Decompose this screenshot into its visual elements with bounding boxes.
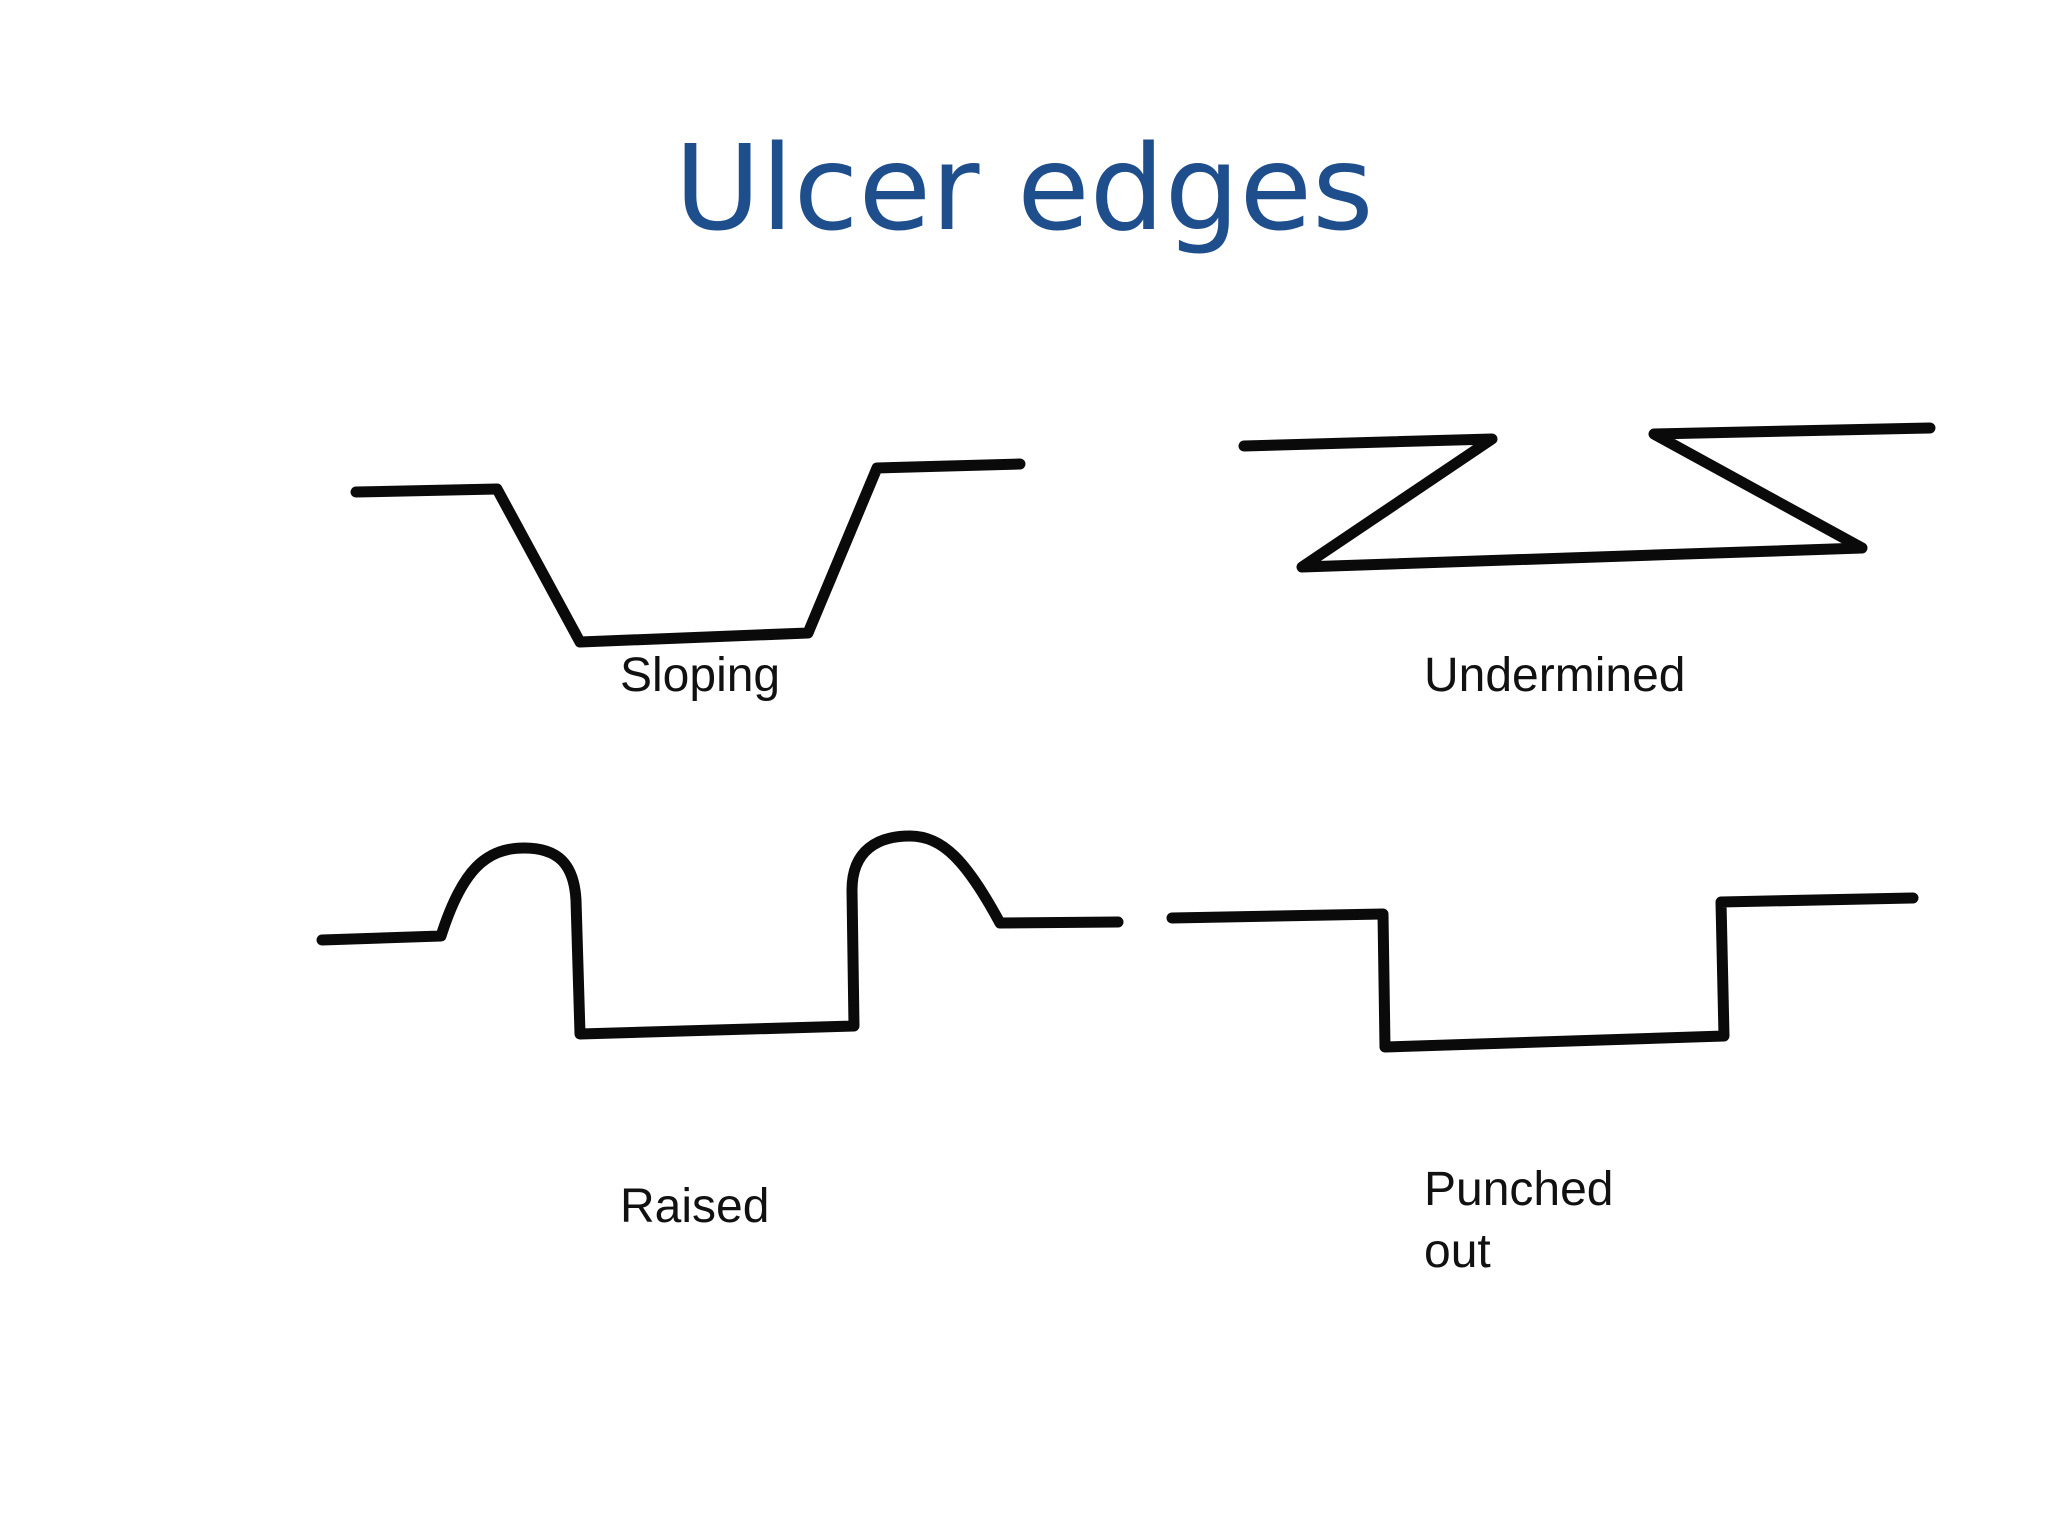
label-punched-out: Punched out <box>1424 1159 1614 1283</box>
slide-title: Ulcer edges <box>674 119 1374 257</box>
label-punched-line1: Punched <box>1424 1163 1614 1216</box>
label-punched-line2: out <box>1424 1225 1491 1278</box>
raised-edge-shape <box>316 830 1124 1040</box>
undermined-edge-shape <box>1238 422 1936 573</box>
label-undermined: Undermined <box>1424 649 1686 702</box>
label-raised: Raised <box>620 1180 770 1233</box>
punched-out-edge-shape <box>1166 892 1919 1053</box>
sloping-edge-shape <box>350 458 1026 648</box>
label-sloping: Sloping <box>620 649 781 702</box>
